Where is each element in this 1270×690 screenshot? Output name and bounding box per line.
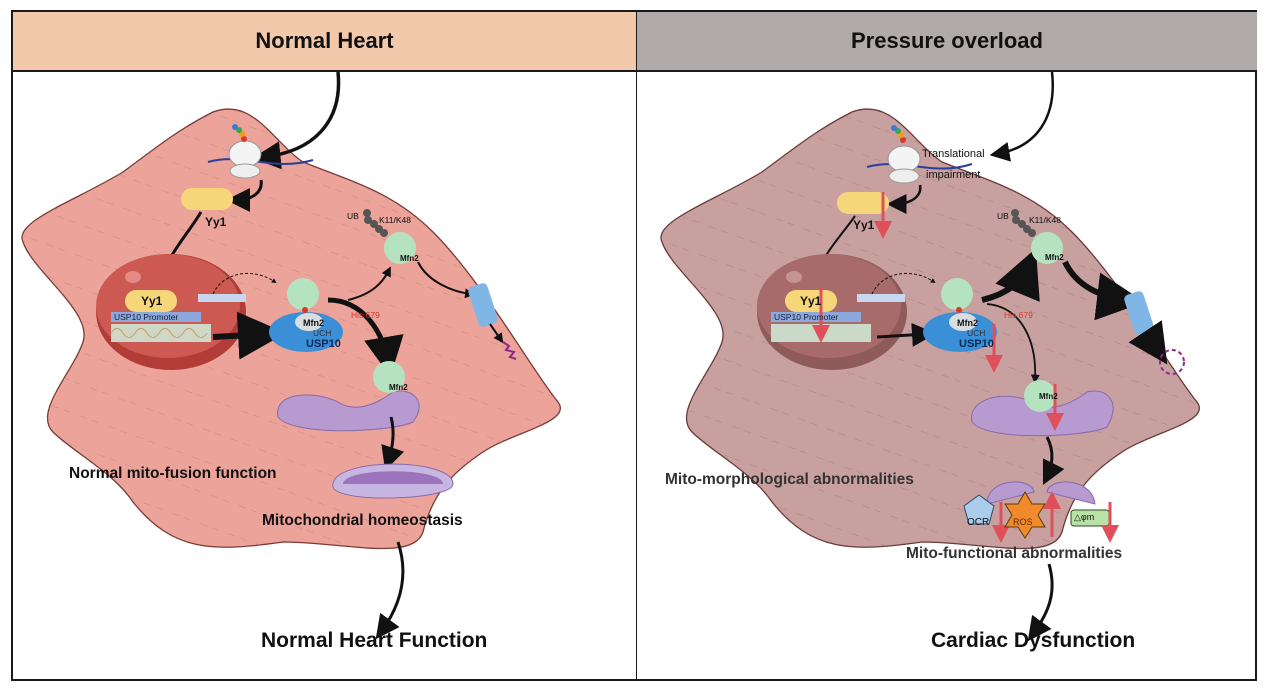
degraded-fragments-icon [1159, 349, 1185, 375]
mfn2-bound [941, 278, 973, 310]
degraded-fragments-icon [502, 341, 517, 360]
ocr-pentagon [963, 494, 995, 525]
label-mfn2-complex: Mfn2 [957, 318, 978, 328]
panel-pressure-overload: Pressure overload [637, 12, 1257, 679]
label-impairment: impairment [926, 169, 981, 181]
proteasome-icon [468, 283, 498, 327]
fusing-mitochondria [971, 390, 1114, 437]
upstream-arrow [252, 72, 341, 170]
figure-frame: Normal Heart [11, 10, 1257, 681]
normal-heart-scene [21, 72, 561, 640]
label-ocr: OCR [967, 517, 990, 528]
panel-normal-heart: Normal Heart [13, 12, 637, 679]
ribosome-icon [228, 140, 262, 168]
label-yy1-nuclear: Yy1 [800, 294, 822, 308]
usp10-promoter-box [111, 312, 201, 322]
yy1-protein [181, 188, 233, 210]
label-k11-k48: K11/K48 [379, 215, 411, 225]
label-translational: Translational [922, 148, 985, 160]
label-usp10: USP10 [306, 338, 341, 350]
label-mfn2-mito: Mfn2 [389, 383, 408, 392]
yy1-nuclear [785, 290, 837, 312]
label-yy1-nuclear: Yy1 [141, 294, 163, 308]
label-membrane-potential: △φm [1074, 512, 1095, 522]
label-his679: His 679 [1004, 310, 1033, 320]
label-usp10-promoter: USP10 Promoter [114, 312, 179, 322]
fragmented-mitochondrion-left [986, 481, 1035, 505]
outcome-cardiac-dysfunction: Cardiac Dysfunction [931, 629, 1136, 652]
label-uch: UCH [313, 328, 332, 338]
label-ub: UB [997, 211, 1009, 221]
label-mfn2-complex: Mfn2 [303, 318, 324, 328]
fusing-mitochondria [277, 390, 420, 432]
label-usp10: USP10 [959, 338, 994, 350]
usp10-protein [269, 312, 343, 352]
fragmented-mitochondrion-right [1046, 481, 1096, 505]
pressure-overload-scene [660, 72, 1200, 642]
label-mfn2-ub: Mfn2 [400, 254, 419, 263]
label-ub: UB [347, 211, 359, 221]
label-ros: ROS [1013, 517, 1033, 527]
label-usp10-promoter: USP10 Promoter [774, 312, 839, 322]
mfn2-mito [1024, 380, 1056, 412]
mfn2-bound [287, 278, 319, 310]
yy1-nuclear [125, 290, 177, 312]
usp10-protein [923, 312, 997, 352]
label-mito-functional: Mito-functional abnormalities [906, 545, 1123, 562]
panel-title-pressure: Pressure overload [637, 12, 1257, 72]
label-k11-k48: K11/K48 [1029, 215, 1061, 225]
label-mito-homeostasis: Mitochondrial homeostasis [262, 512, 463, 529]
dna-helix [111, 324, 211, 342]
mfn2-ubiquitinated [384, 232, 416, 264]
label-uch: UCH [967, 328, 986, 338]
mrna-transcript [857, 294, 905, 302]
label-his679: His 679 [351, 310, 380, 320]
mfn2-ubiquitinated [1031, 232, 1063, 264]
label-mfn2-mito: Mfn2 [1039, 392, 1058, 401]
label-mfn2-ub: Mfn2 [1045, 253, 1064, 262]
upstream-arrow [989, 72, 1054, 162]
mfn2-mito [373, 361, 405, 393]
mrna-transcript [198, 294, 246, 302]
yy1-protein [837, 192, 889, 214]
label-yy1-cytoplasm: Yy1 [205, 215, 227, 229]
ribosome-icon [887, 145, 921, 173]
usp10-promoter-box [771, 312, 861, 322]
panel-title-normal: Normal Heart [13, 12, 636, 72]
label-yy1-cytoplasm: Yy1 [853, 218, 875, 232]
mrna-strand [207, 158, 314, 165]
label-normal-fusion: Normal mito-fusion function [69, 465, 277, 482]
outcome-normal-heart-function: Normal Heart Function [261, 629, 488, 652]
label-mito-morphological: Mito-morphological abnormalities [665, 471, 914, 488]
